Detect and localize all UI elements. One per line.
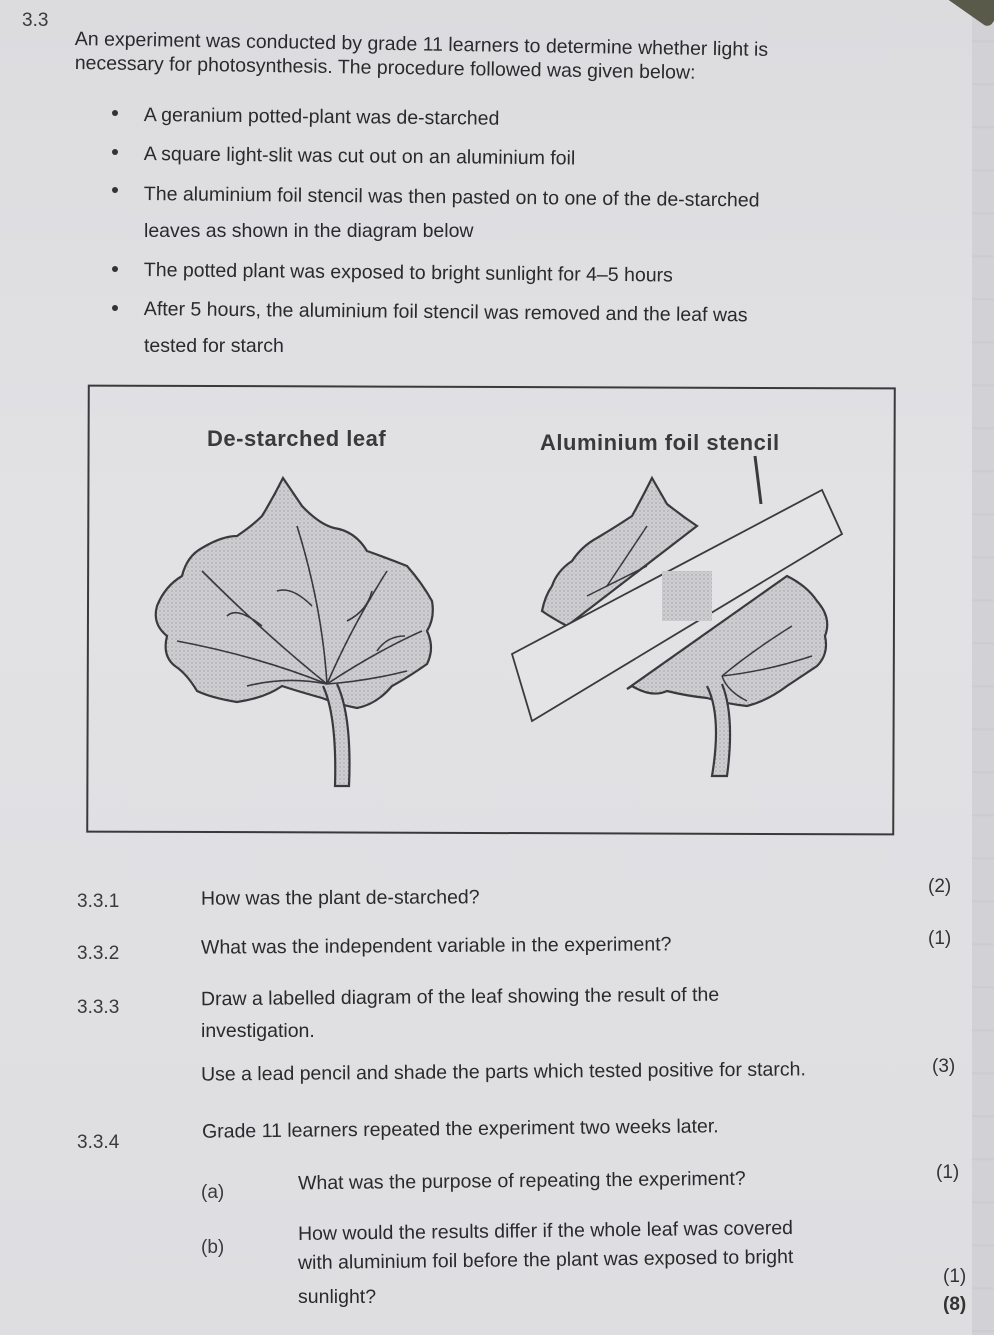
subquestion-number: 3.3.2 xyxy=(77,943,120,964)
marks-label: (1) xyxy=(936,1162,960,1183)
bullet-icon xyxy=(112,305,118,311)
part-label: (b) xyxy=(201,1237,225,1258)
procedure-text-cont: leaves as shown in the diagram below xyxy=(144,220,474,242)
subquestion-number: 3.3.3 xyxy=(77,997,120,1018)
marks-label: (1) xyxy=(943,1266,967,1287)
marks-label: (1) xyxy=(928,928,952,949)
subquestion-text: What was the independent variable in the… xyxy=(200,933,672,959)
label-foil-stencil: Aluminium foil stencil xyxy=(540,430,780,455)
procedure-text-cont: tested for starch xyxy=(144,335,284,357)
subquestion-number: 3.3.4 xyxy=(77,1132,120,1153)
bullet-icon xyxy=(112,149,118,155)
bullet-icon xyxy=(112,110,118,116)
subquestion-text: Draw a labelled diagram of the leaf show… xyxy=(200,983,720,1011)
total-marks: (8) xyxy=(943,1294,967,1315)
procedure-text: A square light-slit was cut out on an al… xyxy=(143,142,576,170)
label-destarched-leaf: De-starched leaf xyxy=(207,426,387,451)
part-text: What was the purpose of repeating the ex… xyxy=(297,1167,746,1195)
question-number: 3.3 xyxy=(22,10,49,31)
subquestion-text: How was the plant de-starched? xyxy=(200,886,480,910)
bullet-icon xyxy=(112,266,118,272)
marks-label: (3) xyxy=(932,1056,956,1077)
procedure-text: A geranium potted-plant was de-starched xyxy=(143,103,500,130)
part-label: (a) xyxy=(201,1182,225,1203)
destarched-leaf-icon xyxy=(154,475,434,788)
leaf-diagrams xyxy=(154,455,844,788)
marks-label: (2) xyxy=(928,876,952,897)
foil-stencil-icon xyxy=(510,455,844,723)
part-text-cont: sunlight? xyxy=(298,1286,377,1308)
subquestion-text-cont: investigation. xyxy=(201,1020,315,1042)
subquestion-number: 3.3.1 xyxy=(77,891,120,912)
leaf-veins-icon xyxy=(176,525,423,687)
bullet-icon xyxy=(112,187,118,193)
notebook-edge xyxy=(972,0,994,1335)
